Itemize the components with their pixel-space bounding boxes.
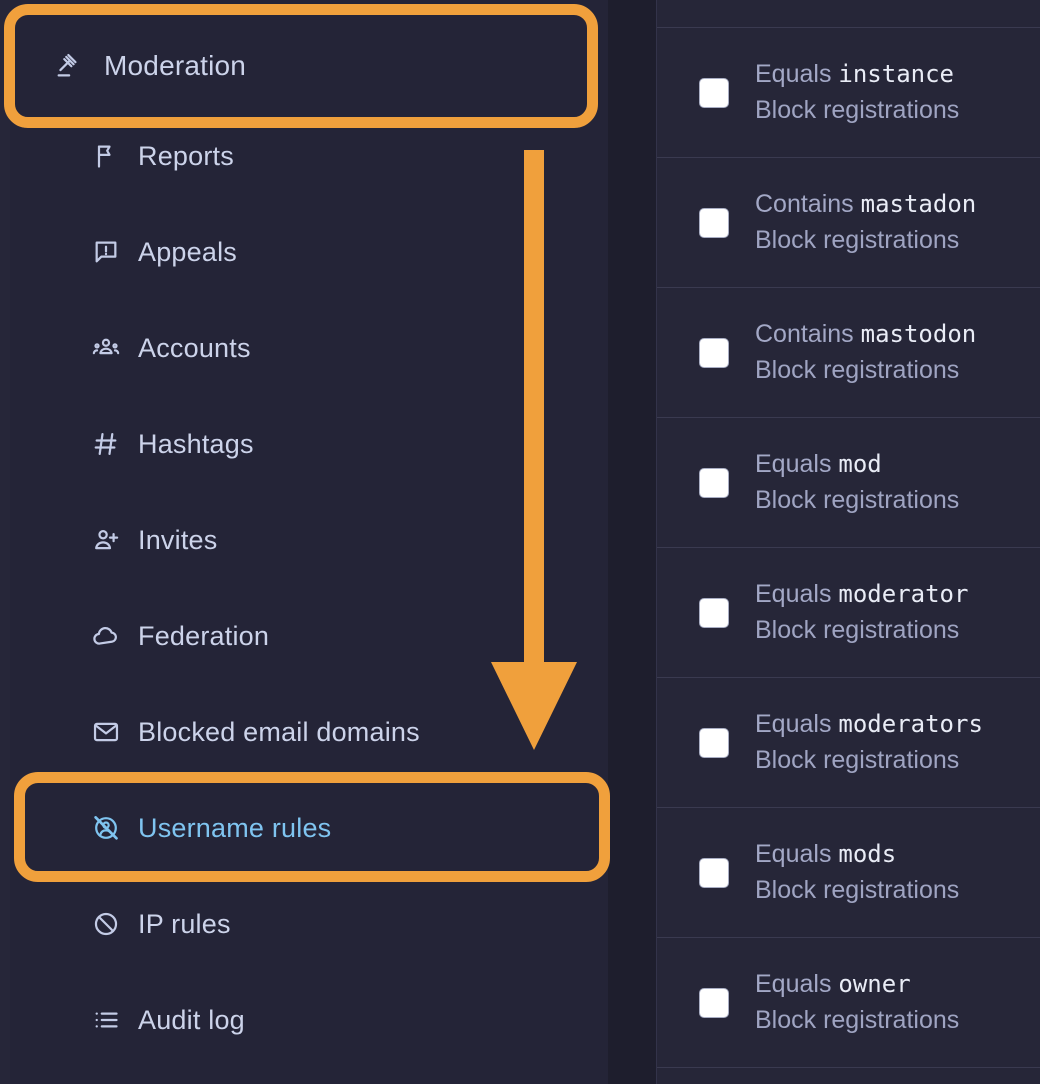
sidebar-item-label: Appeals — [138, 236, 237, 267]
rule-keyword: mastodon — [860, 320, 977, 348]
rule-match-line: Equals moderators — [755, 707, 983, 743]
mail-icon — [86, 712, 126, 752]
annotation-arrow-down — [491, 150, 577, 750]
rule-select-checkbox[interactable] — [699, 207, 729, 238]
rule-action: Block registrations — [755, 485, 960, 514]
rule-select-checkbox[interactable] — [699, 467, 729, 498]
sidebar-item-accounts[interactable]: Accounts — [10, 317, 608, 379]
sidebar-item-blocked-email-domains[interactable]: Blocked email domains — [10, 701, 608, 763]
sidebar-header-moderation[interactable]: Moderation — [10, 35, 608, 97]
rule-match-line: Equals mods — [755, 837, 959, 873]
sidebar-item-invites[interactable]: Invites — [10, 509, 608, 571]
sidebar-item-label: Reports — [138, 140, 234, 171]
rule-match-type: Contains — [755, 320, 854, 348]
username-rule-row[interactable] — [657, 0, 1040, 28]
person-off-icon — [86, 808, 126, 848]
rule-match-type: Equals — [755, 580, 832, 608]
rule-keyword: instance — [838, 60, 954, 88]
rule-match-type: Equals — [755, 710, 832, 738]
cloud-icon — [86, 616, 126, 656]
group-icon — [86, 328, 126, 368]
rule-match-line: Equals moderator — [755, 577, 968, 613]
gavel-icon — [48, 46, 88, 86]
rule-action: Block registrations — [755, 875, 960, 904]
rule-match-type: Equals — [755, 840, 832, 868]
rule-keyword: moderators — [838, 710, 983, 738]
sidebar-item-label: Accounts — [138, 332, 251, 363]
appeal-icon — [86, 232, 126, 272]
sidebar-item-ip-rules[interactable]: IP rules — [10, 893, 608, 955]
rule-action: Block registrations — [755, 225, 960, 254]
rule-action: Block registrations — [755, 745, 960, 774]
rule-match-type: Equals — [755, 450, 832, 478]
rule-match-line: Equals mod — [755, 447, 959, 483]
rule-match-line: Equals owner — [755, 967, 959, 1003]
sidebar-item-appeals[interactable]: Appeals — [10, 221, 608, 283]
rule-match-type: Equals — [755, 60, 832, 88]
sidebar-item-label: Federation — [138, 620, 270, 651]
rule-select-checkbox[interactable] — [699, 727, 729, 758]
block-icon — [86, 904, 126, 944]
rule-action: Block registrations — [755, 95, 960, 124]
sidebar-item-label: Invites — [138, 524, 218, 555]
flag-icon — [86, 136, 126, 176]
rule-select-checkbox[interactable] — [699, 987, 729, 1018]
sidebar-item-username-rules[interactable]: Username rules — [10, 797, 608, 859]
rule-keyword: mod — [838, 450, 882, 478]
sidebar-header-label: Moderation — [104, 50, 247, 81]
hashtag-icon — [86, 424, 126, 464]
list-icon — [86, 1000, 126, 1040]
rule-select-checkbox[interactable] — [699, 597, 729, 628]
window-left-edge — [0, 0, 10, 1084]
sidebar-item-label: Blocked email domains — [138, 716, 420, 747]
rule-keyword: mastadon — [860, 190, 977, 218]
rule-keyword: owner — [838, 970, 911, 998]
sidebar-item-federation[interactable]: Federation — [10, 605, 608, 667]
rule-keyword: moderator — [838, 580, 969, 608]
rule-match-type: Equals — [755, 970, 832, 998]
rule-keyword: mods — [838, 840, 897, 868]
rule-select-checkbox[interactable] — [699, 857, 729, 888]
rule-action: Block registrations — [755, 1005, 960, 1034]
rule-match-line: Equals instance — [755, 57, 959, 93]
sidebar-item-label: Username rules — [138, 812, 332, 843]
rule-action: Block registrations — [755, 615, 960, 644]
rule-match-line: Contains mastadon — [755, 187, 976, 223]
rule-match-line: Contains mastodon — [755, 317, 976, 353]
rule-select-checkbox[interactable] — [699, 77, 729, 108]
rule-match-type: Contains — [755, 190, 854, 218]
person-add-icon — [86, 520, 126, 560]
sidebar-item-hashtags[interactable]: Hashtags — [10, 413, 608, 475]
rule-select-checkbox[interactable] — [699, 337, 729, 368]
sidebar-content-divider — [608, 0, 656, 1084]
sidebar-item-audit-log[interactable]: Audit log — [10, 989, 608, 1051]
rule-action: Block registrations — [755, 355, 960, 384]
sidebar-item-label: Audit log — [138, 1004, 245, 1035]
sidebar-item-label: IP rules — [138, 908, 231, 939]
sidebar-item-label: Hashtags — [138, 428, 254, 459]
sidebar-item-reports[interactable]: Reports — [10, 125, 608, 187]
